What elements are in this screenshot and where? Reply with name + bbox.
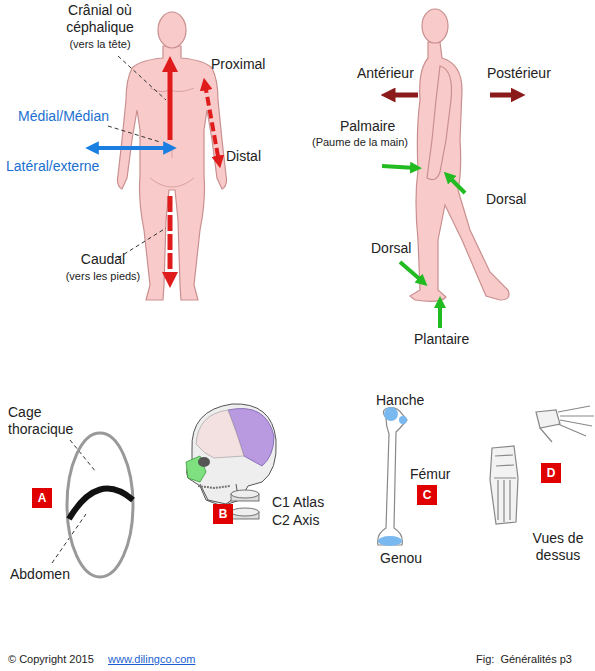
foot-bones — [494, 455, 516, 522]
posterior-arrow — [490, 93, 518, 98]
foot-top-view — [490, 446, 518, 524]
surface-label: Palmaire — [340, 118, 395, 135]
direction-label: Proximal — [211, 56, 265, 73]
axis-disc-top — [231, 508, 259, 516]
direction-label: Postérieur — [487, 65, 551, 82]
femur-condyles — [378, 536, 402, 546]
direction-label: Médial/Médian — [18, 108, 109, 125]
part-name: Abdomen — [10, 566, 70, 583]
figure-caption: Fig: Généralités p3 — [476, 651, 572, 668]
panel-letter-box: A — [32, 488, 52, 508]
teeth — [198, 486, 230, 488]
part-name: Cage thoracique — [8, 404, 86, 438]
diaphragm — [69, 489, 133, 519]
direction-label: Latéral/externe — [6, 158, 99, 175]
side-head — [422, 9, 448, 43]
side-body — [410, 9, 509, 301]
panel-letter: D — [547, 466, 556, 480]
skull-outline — [187, 404, 277, 506]
panel-letter: C — [423, 488, 432, 502]
atlas-disc-top — [231, 490, 259, 498]
surface-note: (Paume de la main) — [312, 136, 408, 149]
surface-label: Dorsal — [486, 191, 526, 208]
part-name: C1 Atlas — [272, 494, 324, 511]
trunk-outline — [67, 433, 133, 577]
panel-letter-box: C — [417, 485, 437, 505]
cranial-arrow — [168, 64, 173, 140]
front-body-outline — [118, 46, 227, 300]
foot-outline — [490, 446, 518, 524]
femur — [378, 407, 407, 546]
panel-letter-box: B — [213, 504, 233, 524]
panel-letter: B — [219, 507, 228, 521]
direction-note: (vers les pieds) — [58, 270, 148, 283]
femur-head — [384, 407, 398, 421]
copyright-notice: © Copyright 2015 — [8, 651, 94, 668]
dorsal-foot-arrow — [400, 262, 423, 282]
direction-label: Crânial où céphalique — [40, 2, 160, 36]
leader-line — [118, 56, 166, 100]
part-name: C2 Axis — [272, 512, 319, 529]
panel-letter: A — [38, 491, 47, 505]
direction-note: (vers la tête) — [55, 38, 145, 51]
leader-line — [108, 126, 160, 142]
medial-lateral-arrow — [92, 146, 170, 150]
skull — [186, 404, 276, 506]
view-note: Vues de dessus — [522, 530, 594, 564]
greater-trochanter — [399, 416, 407, 424]
thorax-abdomen — [67, 433, 133, 577]
dorsal-hand-arrow — [448, 176, 465, 193]
direction-label: Antérieur — [357, 65, 414, 82]
panel-letter-box: D — [541, 463, 561, 483]
website-link: www.dilingco.com — [108, 651, 195, 668]
surface-label: Dorsal — [371, 240, 411, 257]
plantar-arrow — [438, 302, 442, 328]
frontal-bone — [196, 410, 244, 458]
hand-fingers — [540, 406, 594, 442]
eye-socket — [198, 457, 210, 467]
part-name: Fémur — [410, 466, 450, 483]
direction-label: Caudal — [68, 251, 138, 268]
direction-label: Distal — [226, 148, 261, 165]
surface-label: Plantaire — [414, 331, 469, 348]
caudal-arrow — [168, 196, 173, 280]
front-body — [118, 12, 227, 300]
palmar-arrow — [382, 166, 416, 168]
direction-arrows — [92, 64, 518, 328]
side-arm — [427, 66, 452, 180]
anterior-arrow — [388, 93, 418, 98]
hand-top-view — [536, 406, 594, 442]
hand-palm — [536, 410, 560, 428]
part-name: Genou — [380, 550, 422, 567]
femur-shaft — [378, 408, 407, 545]
leader-line — [118, 228, 166, 258]
vertebrae — [231, 490, 259, 519]
proximal-distal-arrow — [205, 84, 219, 162]
front-head — [158, 12, 186, 48]
part-name: Hanche — [376, 392, 424, 409]
